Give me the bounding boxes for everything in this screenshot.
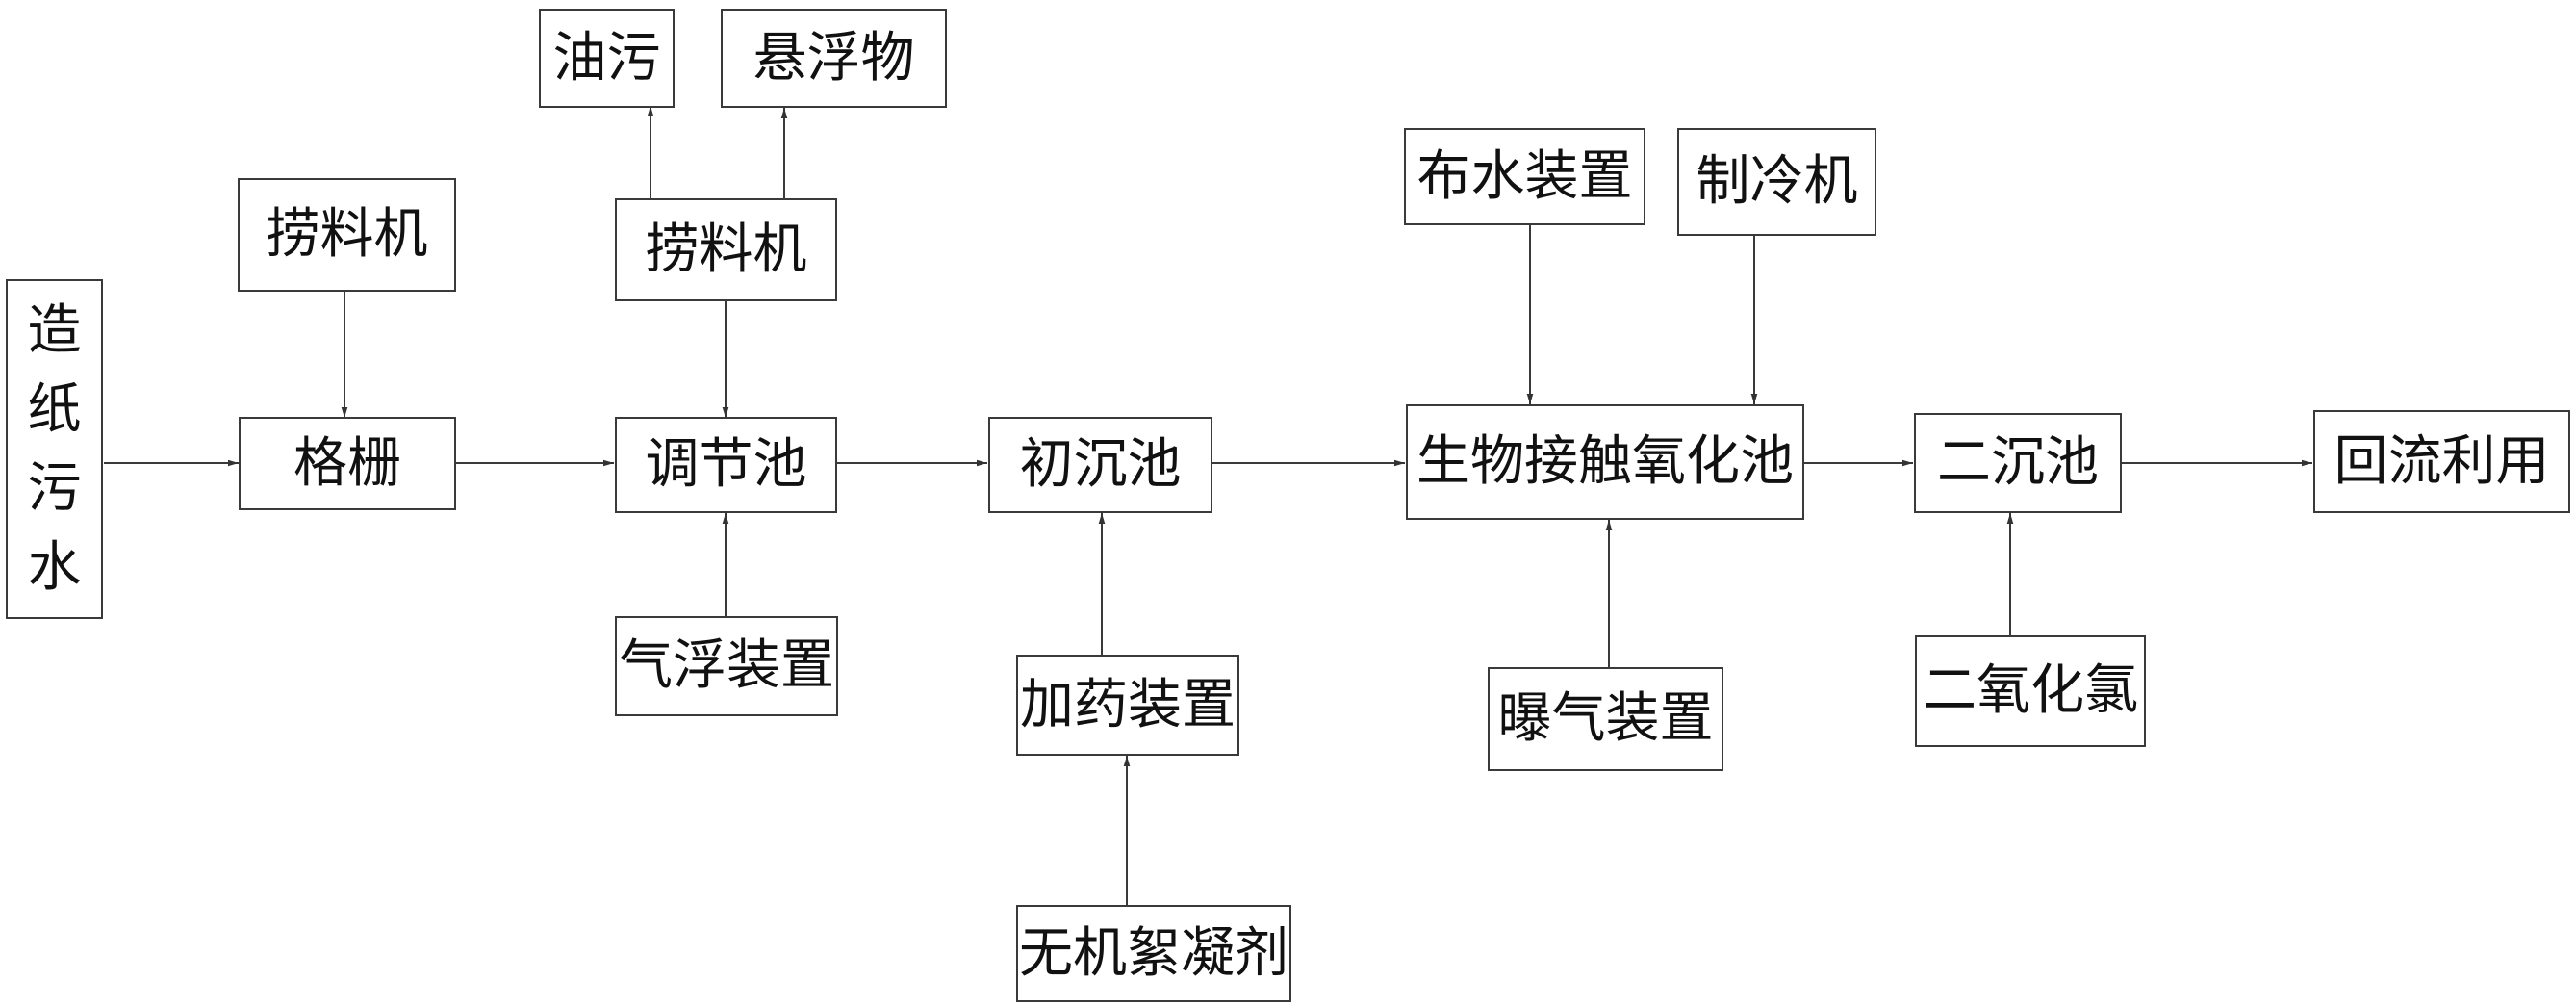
regulating-tank-box: 调节池: [615, 417, 837, 513]
grille-box: 格栅: [239, 417, 456, 510]
air-flotation-box: 气浮装置: [615, 616, 838, 716]
skimmer-box-2: 捞料机: [615, 198, 837, 301]
inorganic-flocculant-box: 无机絮凝剂: [1016, 905, 1291, 1002]
aeration-device-box: 曝气装置: [1488, 667, 1723, 771]
source-char-1: 造: [27, 298, 82, 362]
secondary-sedimentation-box: 二沉池: [1914, 413, 2122, 513]
reuse-box: 回流利用: [2313, 410, 2570, 513]
water-distribution-box: 布水装置: [1404, 128, 1645, 225]
oil-box: 油污: [539, 9, 675, 108]
source-char-3: 污: [27, 456, 82, 520]
source-char-4: 水: [27, 535, 82, 599]
refrigerator-box: 制冷机: [1677, 128, 1876, 236]
primary-sedimentation-box: 初沉池: [988, 417, 1212, 513]
source-char-2: 纸: [27, 377, 82, 441]
dosing-device-box: 加药装置: [1016, 655, 1239, 756]
suspended-solids-box: 悬浮物: [721, 9, 947, 108]
skimmer-box-1: 捞料机: [238, 178, 456, 292]
source-papermaking-wastewater-box: 造 纸 污 水: [6, 279, 103, 619]
bio-contact-oxidation-box: 生物接触氧化池: [1406, 404, 1804, 520]
chlorine-dioxide-box: 二氧化氯: [1915, 635, 2146, 747]
